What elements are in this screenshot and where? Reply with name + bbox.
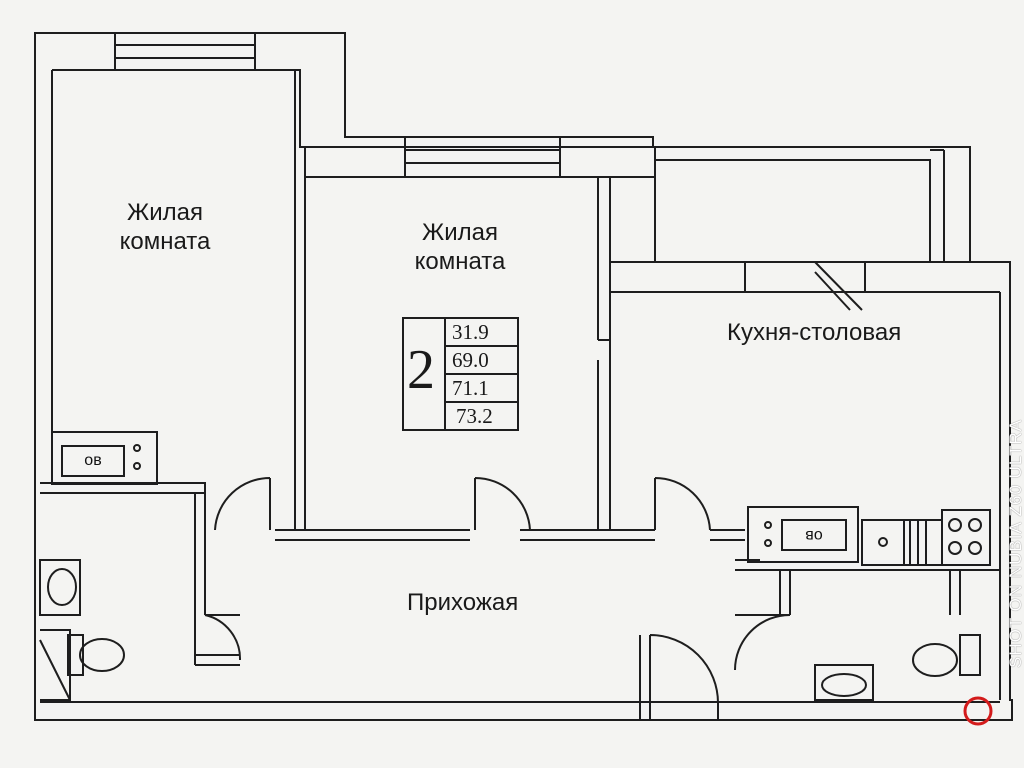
oven-2: [747, 506, 859, 563]
outer-wall: [34, 32, 1013, 721]
door-room-2: [474, 476, 531, 531]
toilet-left: [67, 634, 84, 676]
window-room-2: [404, 136, 561, 178]
door-room-1: [214, 476, 271, 531]
room-label-living-1: Жилая комната: [119, 199, 211, 255]
record-mark: [963, 696, 993, 726]
window-room-1: [114, 32, 256, 71]
bathroom-left-walls: [194, 493, 240, 666]
kitchen-sink: [861, 519, 905, 566]
door-kitchen: [654, 476, 711, 531]
camera-watermark: SHOT ON NUBIA Z60 ULTRA: [1006, 418, 1024, 668]
bathroom-right-walls: [735, 559, 1000, 615]
room-label-hallway: Прихожая: [407, 589, 519, 616]
door-bathroom-right: [734, 614, 791, 671]
door-bathroom-left: [204, 614, 242, 661]
room-label-living-2: Жилая комната: [414, 219, 506, 275]
oven-2-label: ов: [805, 527, 823, 544]
toilet-right: [959, 634, 981, 676]
area-value: 71.1: [452, 376, 489, 400]
entrance-door: [639, 634, 719, 720]
basin-right: [814, 664, 874, 701]
area-summary-box: [402, 317, 519, 431]
stove: [941, 509, 991, 566]
oven-1-label: ов: [84, 452, 102, 469]
oven-1: [51, 431, 158, 485]
area-value: 69.0: [452, 348, 489, 372]
wall-room1-room2: [294, 70, 306, 530]
area-value: 31.9: [452, 320, 489, 344]
balcony: [654, 146, 971, 263]
room-label-kitchen: Кухня-столовая: [727, 319, 902, 346]
outer-wall-inner: [52, 69, 653, 148]
rooms-count: 2: [407, 339, 435, 401]
basin-left: [39, 559, 81, 616]
area-value: 73.2: [456, 404, 493, 428]
balcony-door: [814, 261, 863, 311]
wall-room2-kitchen: [597, 177, 611, 341]
